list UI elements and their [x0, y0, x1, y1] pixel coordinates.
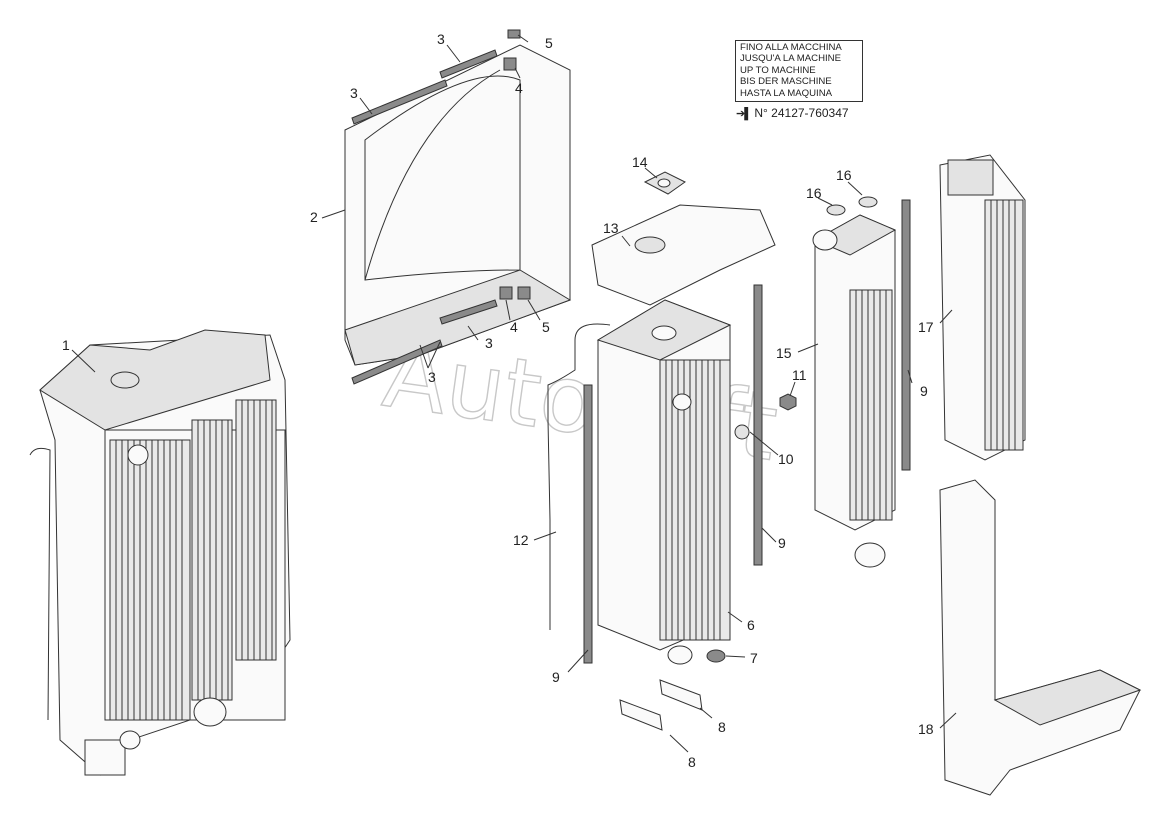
leader-lines	[71, 34, 957, 753]
washer	[734, 424, 750, 440]
callout-9-center: 9	[778, 535, 786, 551]
intercooler	[812, 214, 897, 568]
callout-9-left: 9	[552, 669, 560, 685]
nut	[779, 393, 797, 411]
callout-8-upper: 8	[718, 719, 726, 735]
seal-strip-3-top-left	[351, 79, 448, 125]
callout-3-mid: 3	[485, 335, 493, 351]
seal-strip-9-center	[753, 284, 763, 566]
grommet-16-left	[826, 204, 846, 216]
callout-13: 13	[603, 220, 619, 236]
pressure-cap	[643, 171, 686, 195]
bracket	[591, 204, 776, 306]
callout-4-top: 4	[515, 80, 523, 96]
seal-strip-3-bottom	[351, 339, 443, 385]
callout-2: 2	[310, 209, 318, 225]
pad-5-bottom	[517, 286, 531, 300]
callout-7: 7	[750, 650, 758, 666]
callout-16-left: 16	[806, 185, 822, 201]
radiator-core-fins	[109, 399, 277, 721]
callout-10: 10	[778, 451, 794, 467]
radiator-cap	[110, 371, 140, 389]
applicability-line-it: FINO ALLA MACCHINA	[740, 42, 842, 53]
grommet-16-right	[858, 196, 878, 208]
seal-strip-9-left	[583, 384, 593, 664]
callout-9-right: 9	[920, 383, 928, 399]
radiator-core	[596, 299, 732, 665]
callout-3-top-left: 3	[350, 85, 358, 101]
callout-3-top-right: 3	[437, 31, 445, 47]
overflow-hose	[547, 323, 611, 630]
arrow-right-icon: ➔▌	[736, 108, 752, 120]
callout-15: 15	[776, 345, 792, 361]
applicability-line-es: HASTA LA MAQUINA	[740, 87, 833, 99]
radiator-assembly	[29, 329, 291, 776]
support-bracket-8-upper	[659, 679, 703, 711]
applicability-note: FINO ALLA MACCHINA JUSQU'A LA MACHINE UP…	[735, 40, 863, 102]
callout-17: 17	[918, 319, 934, 335]
serial-number: ➔▌ N° 24127-760347	[736, 106, 849, 120]
seal-strip-3-mid	[439, 299, 498, 325]
callout-5-bottom: 5	[542, 319, 550, 335]
seal-strip-9-right	[901, 199, 911, 471]
callout-5-top: 5	[545, 35, 553, 51]
callout-1: 1	[62, 337, 70, 353]
applicability-line-en: UP TO MACHINE	[740, 64, 816, 76]
oil-cooler	[939, 154, 1026, 461]
callout-18: 18	[918, 721, 934, 737]
pad-4-bottom	[499, 286, 513, 300]
support-bracket-8-lower	[619, 699, 663, 731]
support-frame	[939, 479, 1142, 796]
applicability-line-de: BIS DER MASCHINE	[740, 76, 832, 88]
callout-14: 14	[632, 154, 648, 170]
callout-4-bottom: 4	[510, 319, 518, 335]
callout-8-lower: 8	[688, 754, 696, 770]
serial-prefix: N°	[754, 106, 768, 120]
callout-3-bottom: 3	[428, 369, 436, 385]
callout-numbers: 1 2 3 3 3 3 4 4 5 5 6 7 8 8 9 9 9 10 11 …	[62, 31, 934, 770]
pad-4-top	[503, 57, 517, 71]
applicability-line-fr: JUSQU'A LA MACHINE	[740, 53, 841, 65]
callout-16-right: 16	[836, 167, 852, 183]
callout-6: 6	[747, 617, 755, 633]
pad-5-top	[507, 29, 521, 39]
callout-11: 11	[792, 367, 807, 383]
drain-plug	[706, 649, 726, 663]
seal-strip-3-top-right	[439, 49, 498, 79]
callout-12: 12	[513, 532, 529, 548]
serial-value: 24127-760347	[771, 106, 849, 120]
